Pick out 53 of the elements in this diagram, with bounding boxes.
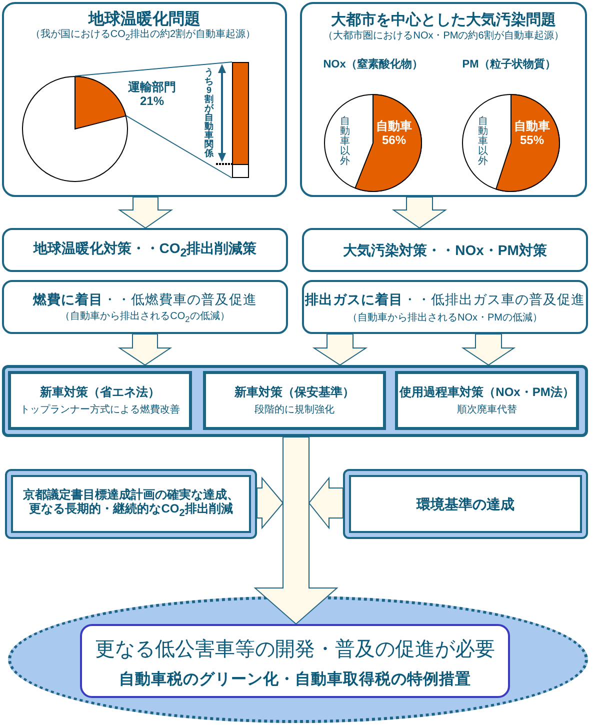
block-arrow	[256, 476, 284, 530]
note: 順次廃車代替	[457, 404, 517, 416]
rounded-box	[80, 624, 510, 698]
pie-chart	[22, 76, 128, 182]
block-arrow	[392, 196, 448, 229]
rounded-box	[2, 228, 288, 272]
title: 大都市を中心とした大気汚染問題	[331, 11, 556, 29]
slice-label: 自動車 56%	[376, 120, 412, 148]
box-text: 排出ガスに着目・・低排出ガス車の普及促進	[305, 292, 585, 308]
connector-line	[126, 115, 232, 178]
block-arrow	[312, 334, 368, 366]
box-text: 大気汚染対策・・NOx・PM対策	[343, 242, 547, 258]
rounded-box	[302, 280, 588, 334]
text-box	[395, 371, 579, 430]
block-arrow	[118, 196, 174, 229]
note: 段階的に規制強化	[254, 404, 334, 416]
connector-line	[74, 62, 232, 76]
bar	[232, 62, 249, 178]
box-text: 環境基準の達成	[416, 496, 514, 512]
chart-heading: PM（粒子状物質）	[462, 58, 556, 72]
box-title: 新車対策（省エネ法）	[40, 386, 160, 400]
text-box	[203, 371, 386, 430]
annotation: うち9割が自動車関係	[204, 68, 214, 158]
block-arrow	[118, 334, 172, 366]
framed-box	[343, 469, 588, 539]
note: トップランナー方式による燃費改善	[20, 404, 180, 416]
note: （自動車から排出されるCO$_{2}$の低減）	[60, 311, 230, 325]
rounded-box	[2, 280, 288, 334]
block-arrow	[254, 436, 338, 625]
slice-label: 自動車以外	[340, 117, 350, 167]
framed-box	[5, 469, 257, 539]
slice-label: 運輸部門 21%	[128, 81, 176, 109]
panel	[2, 365, 588, 437]
chart-heading: NOx（窒素酸化物）	[323, 58, 423, 72]
rounded-box	[300, 2, 587, 197]
block-arrow	[461, 334, 516, 366]
block-arrow	[308, 476, 344, 530]
title: 地球温暖化問題	[88, 10, 200, 28]
subtitle: （我が国におけるCO$_{2}$排出の約2割が自動車起源）	[30, 29, 256, 43]
text-box	[8, 371, 192, 430]
box-text: 地球温暖化対策・・CO$_{2}$排出削減策	[33, 240, 257, 260]
box-text: 燃費に着目・・低燃費車の普及促進	[33, 292, 257, 308]
rounded-box	[2, 2, 287, 197]
box-text: 京都議定書目標達成計画の確実な達成、更なる長期的・継続的なCO$_{2}$排出削減	[22, 488, 240, 520]
subtitle: （大都市圏におけるNOx・PMの約6割が自動車起源）	[323, 30, 564, 42]
slice-label: 自動車 55%	[514, 120, 550, 148]
note: （自動車から排出されるNOx・PMの低減）	[348, 312, 542, 324]
box-title: 新車対策（保安基準）	[234, 386, 354, 400]
slice-label: 自動車以外	[478, 117, 488, 167]
box-title: 更なる低公害車等の開発・普及の促進が必要	[95, 638, 495, 662]
box-text: 自動車税のグリーン化・自動車取得税の特例措置	[119, 671, 471, 689]
box-title: 使用過程車対策（NOx・PM法）	[400, 386, 574, 400]
rounded-box	[302, 228, 588, 272]
